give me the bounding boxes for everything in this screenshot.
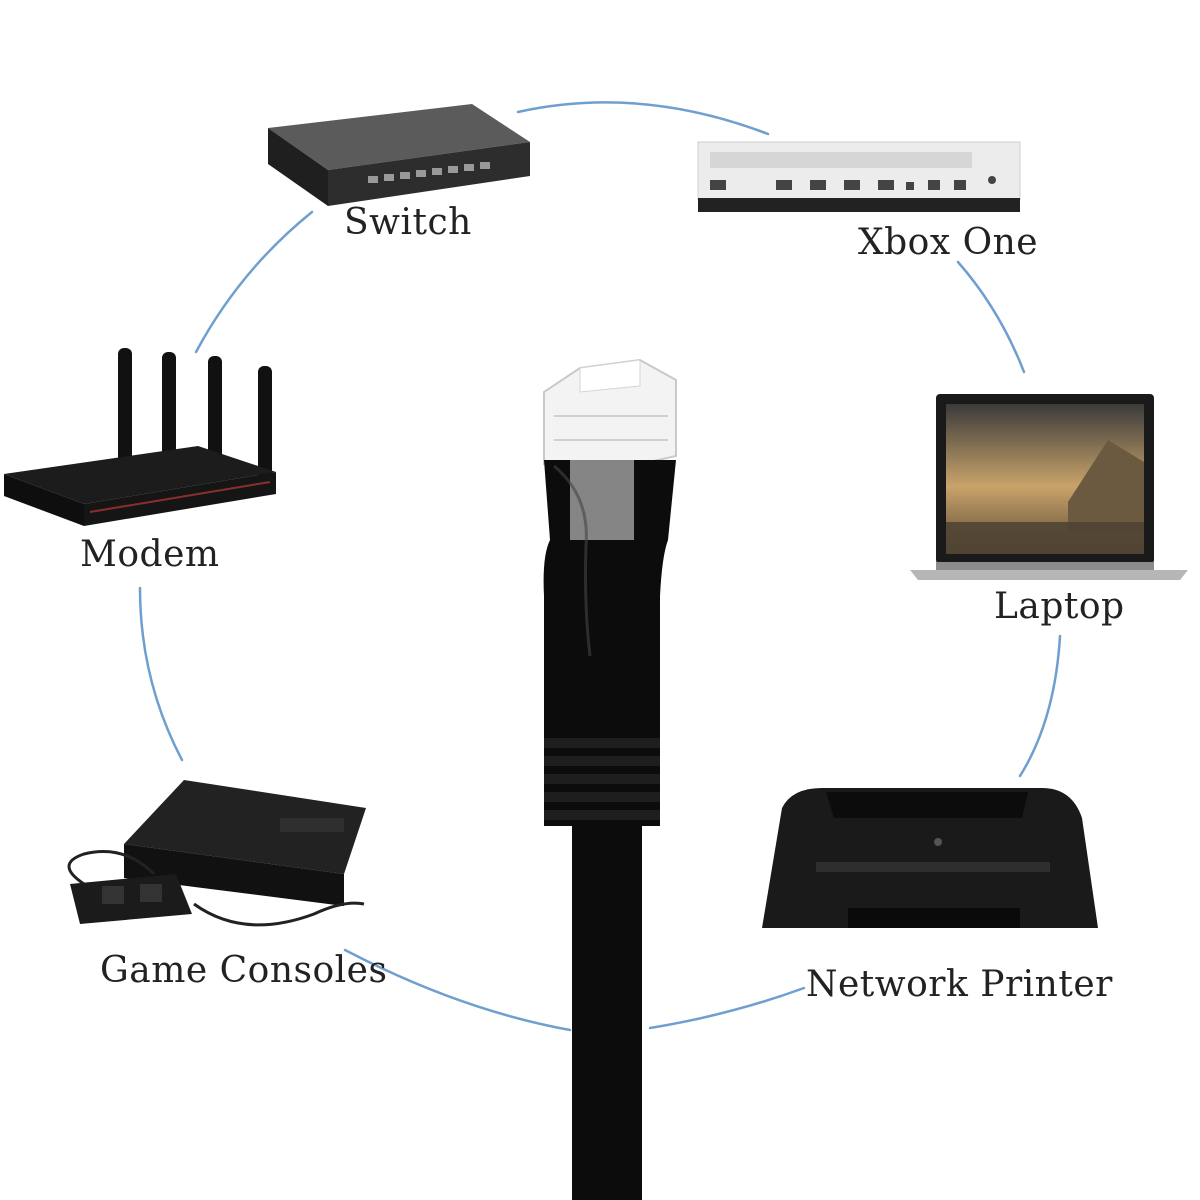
laptop-icon xyxy=(910,394,1188,580)
retro-game-console-icon xyxy=(67,780,366,927)
printer-icon xyxy=(762,788,1098,928)
network-switch-icon xyxy=(268,104,530,206)
router-modem-icon xyxy=(4,348,276,526)
arc-modem-consoles xyxy=(138,586,184,762)
laptop-label: Laptop xyxy=(994,586,1125,627)
xbox-one-console-icon xyxy=(697,141,1021,212)
modem-label: Modem xyxy=(80,534,220,575)
arc-consoles-center xyxy=(343,948,572,1032)
game-consoles-label: Game Consoles xyxy=(100,950,388,991)
arc-xbox-laptop xyxy=(956,260,1026,374)
xbox-one-label: Xbox One xyxy=(858,222,1039,263)
arc-modem-switch xyxy=(194,210,314,354)
network-printer-label: Network Printer xyxy=(806,964,1113,1005)
arc-laptop-printer xyxy=(1018,634,1062,778)
switch-label: Switch xyxy=(344,202,472,243)
arc-printer-center xyxy=(648,986,806,1030)
ethernet-cable-rj45-icon xyxy=(543,358,677,1200)
arc-switch-xbox xyxy=(516,101,770,136)
